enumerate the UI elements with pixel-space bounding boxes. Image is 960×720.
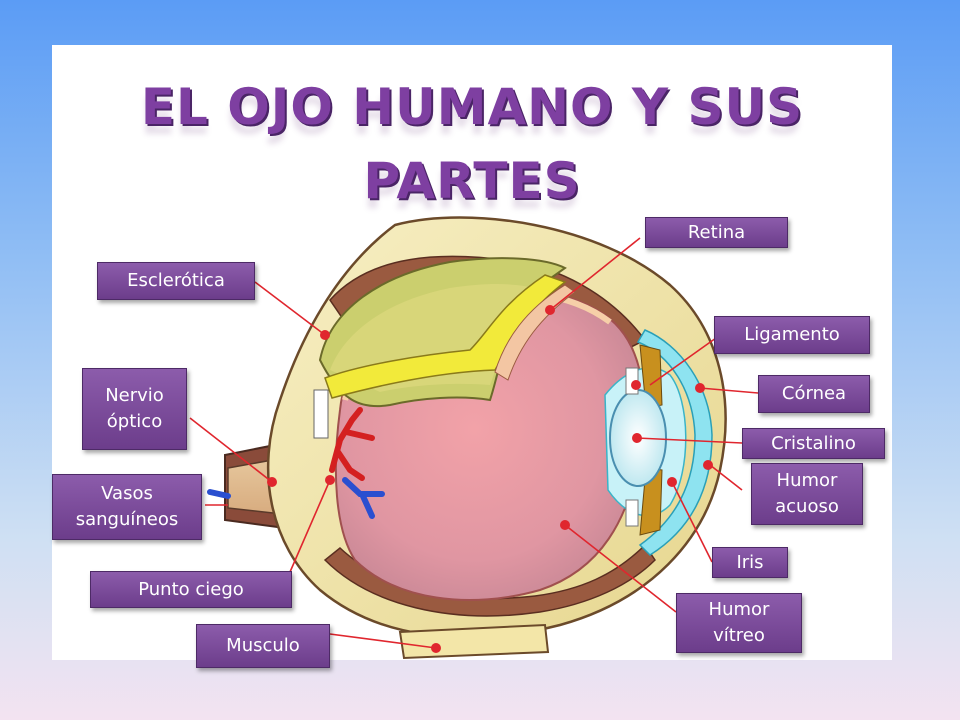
label-ligamento: Ligamento [714,316,870,354]
label-esclerotica: Esclerótica [97,262,255,300]
label-iris: Iris [712,547,788,578]
ligament-lower [625,499,639,527]
blood-vessel-red [329,407,375,481]
title-line-1: EL OJO HUMANO Y SUS [140,78,804,136]
label-humor-vitreo: Humor vítreo [676,593,802,653]
title-line-2: PARTES [363,152,581,210]
pointer-dots [267,305,713,653]
flap-yellow-band [324,274,567,399]
label-retina: Retina [645,217,788,248]
page-title: EL OJO HUMANO Y SUS PARTES [52,70,892,218]
retina-flap-edge [494,284,576,381]
blood-vessel-blue [207,477,385,519]
blind-spot [313,389,329,439]
muscle [398,623,550,660]
pointer-lines [189,237,759,649]
label-musculo: Musculo [196,624,330,668]
label-nervio-optico: Nervio óptico [82,368,187,450]
cornea [636,329,713,556]
label-cristalino: Cristalino [742,428,885,459]
label-humor-acuoso: Humor acuoso [751,463,863,525]
label-punto-ciego: Punto ciego [90,571,292,608]
label-vasos-sanguineos: Vasos sanguíneos [52,474,202,540]
label-cornea: Córnea [758,375,870,413]
